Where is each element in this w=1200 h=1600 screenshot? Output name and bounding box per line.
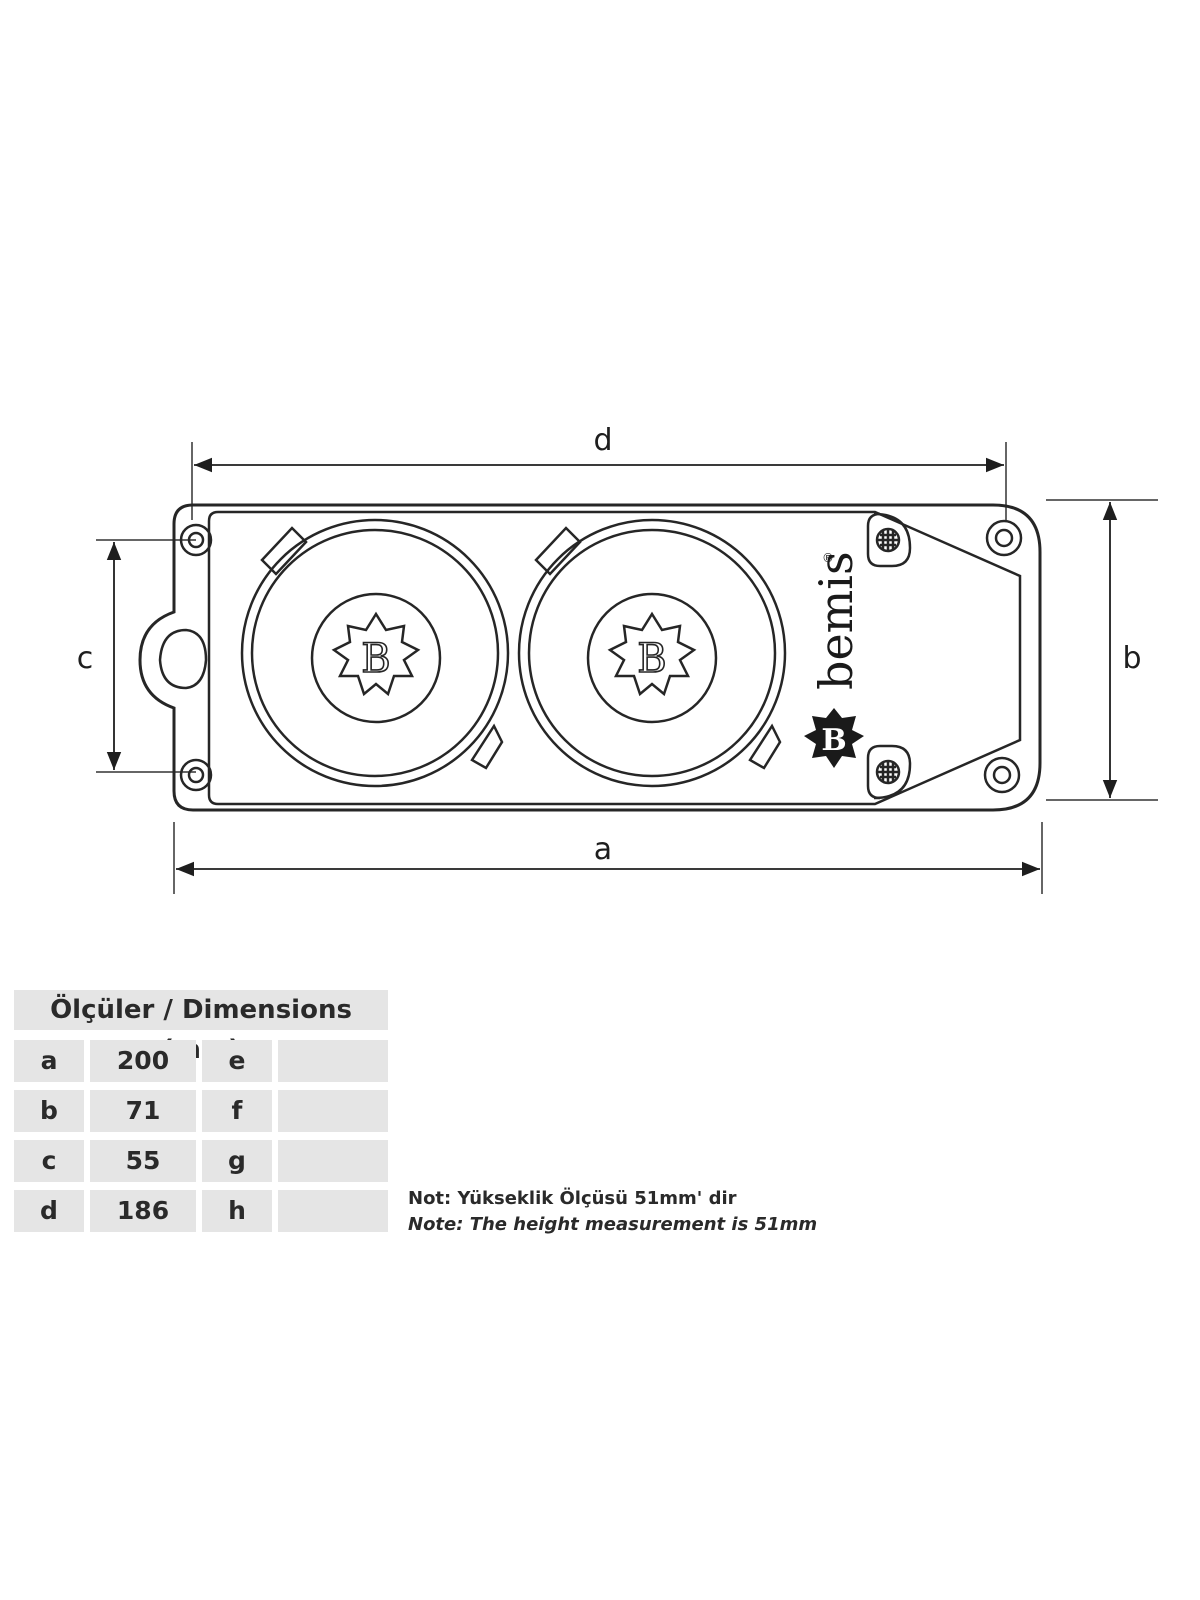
dimension-d-label: d <box>593 423 612 458</box>
technical-drawing: d c b a <box>77 423 1158 894</box>
dimension-c-label: c <box>77 641 94 676</box>
table-value-a: 200 <box>90 1040 196 1082</box>
dimension-c: c <box>77 539 196 773</box>
table-key-e: e <box>202 1040 272 1082</box>
dimension-d: d <box>191 423 1007 520</box>
table-key-d: d <box>14 1190 84 1232</box>
mounting-hole-bottom-left <box>179 758 213 792</box>
screw-bottom <box>866 744 912 800</box>
socket-outlet-1: B <box>240 518 510 788</box>
table-key-f: f <box>202 1090 272 1132</box>
socket-body <box>138 503 1042 812</box>
registered-mark: ® <box>822 551 834 565</box>
mounting-hole-bottom-right <box>983 756 1021 794</box>
dimension-b: b <box>1046 499 1158 801</box>
table-key-h: h <box>202 1190 272 1232</box>
table-value-h <box>278 1190 388 1232</box>
mounting-hole-top-left <box>179 523 213 557</box>
brand-name: bemis <box>809 551 863 690</box>
socket-outlet-2: B <box>517 518 787 788</box>
table-key-b: b <box>14 1090 84 1132</box>
dimension-b-label: b <box>1122 641 1141 676</box>
socket-1-logo-letter: B <box>361 636 390 682</box>
bemis-logo: B bemis ® <box>804 551 864 768</box>
table-value-c: 55 <box>90 1140 196 1182</box>
table-key-g: g <box>202 1140 272 1182</box>
table-value-b: 71 <box>90 1090 196 1132</box>
note-turkish: Not: Yükseklik Ölçüsü 51mm' dir <box>408 1188 737 1209</box>
table-key-a: a <box>14 1040 84 1082</box>
table-title: Ölçüler / Dimensions (mm) <box>14 990 388 1065</box>
table-value-e <box>278 1040 388 1082</box>
dimension-a-label: a <box>594 832 612 867</box>
table-value-d: 186 <box>90 1190 196 1232</box>
note-english: Note: The height measurement is 51mm <box>408 1214 818 1235</box>
table-key-c: c <box>14 1140 84 1182</box>
table-value-g <box>278 1140 388 1182</box>
mounting-hole-top-right <box>985 519 1023 557</box>
screw-top <box>866 512 912 568</box>
bemis-logo-letter: B <box>821 723 846 758</box>
dimension-a: a <box>173 822 1043 894</box>
socket-2-logo-letter: B <box>637 636 666 682</box>
table-value-f <box>278 1090 388 1132</box>
